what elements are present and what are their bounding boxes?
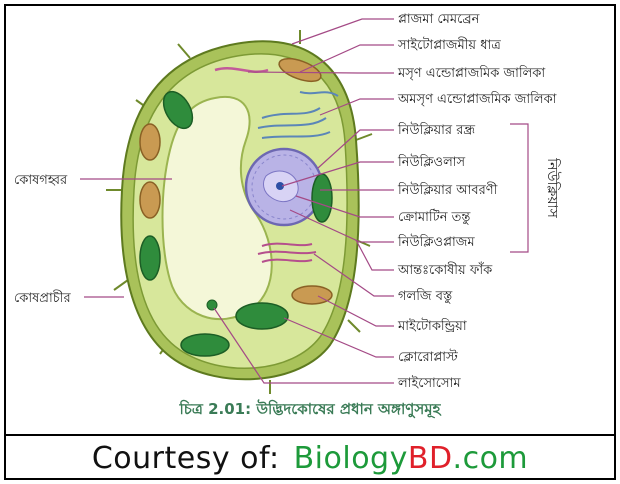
label-lysosome: লাইসোসোম: [397, 375, 461, 391]
leader-lines: [80, 18, 394, 384]
label-vacuole: কোষগহ্বর: [14, 173, 68, 188]
label-nuclear-envelope: নিউক্লিয়ার আবরণী: [397, 182, 498, 198]
label-mitochondria: মাইটোকন্ড্রিয়া: [397, 318, 467, 334]
label-chromatin: ক্রোমাটিন তন্তু: [398, 209, 471, 225]
figure-caption: চিত্র 2.01: উদ্ভিদকোষের প্রধান অঙ্গাণুসম…: [179, 400, 441, 418]
plant-cell-diagram: প্লাজমা মেমব্রেন সাইটোপ্লাজমীয় ধাত্র মস…: [14, 12, 561, 394]
brand-biology: Biology: [293, 440, 408, 476]
label-intercellular-space: আন্তঃকোষীয় ফাঁক: [397, 262, 493, 278]
label-rough-er: অমসৃণ এন্ডোপ্লাজমিক জালিকা: [397, 91, 557, 107]
nucleolus: [276, 182, 284, 190]
label-nucleus-group: নিউক্লিয়াস: [544, 157, 561, 219]
brand-bd: BD: [407, 440, 453, 476]
label-chloroplast: ক্লোরোপ্লাস্ট: [398, 349, 458, 365]
label-nuclear-pore: নিউক্লিয়ার রন্ধ্র: [397, 122, 475, 138]
label-cytoplasm: সাইটোপ্লাজমীয় ধাত্র: [397, 37, 501, 53]
mitochondria: [139, 57, 333, 305]
label-plasma-membrane: প্লাজমা মেমব্রেন: [398, 12, 480, 27]
nucleus: [244, 147, 324, 227]
nucleus-bracket: [510, 123, 529, 253]
label-golgi: গলজি বস্তু: [398, 288, 453, 304]
label-nucleoplasm: নিউক্লিওপ্লাজম: [397, 234, 475, 250]
label-smooth-er: মসৃণ এন্ডোপ্লাজমিক জালিকা: [397, 65, 545, 81]
label-cell-wall: কোষপ্রাচীর: [14, 290, 72, 306]
label-nucleolus: নিউক্লিওলাস: [397, 154, 466, 170]
smooth-er: [214, 67, 269, 73]
courtesy-prefix: Courtesy of:: [91, 440, 280, 476]
golgi-body: [257, 242, 317, 263]
brand-dotcom: .com: [452, 440, 529, 476]
lysosome: [206, 299, 218, 311]
endoplasmic-reticulum: [257, 91, 339, 139]
chloroplasts: [139, 90, 333, 357]
